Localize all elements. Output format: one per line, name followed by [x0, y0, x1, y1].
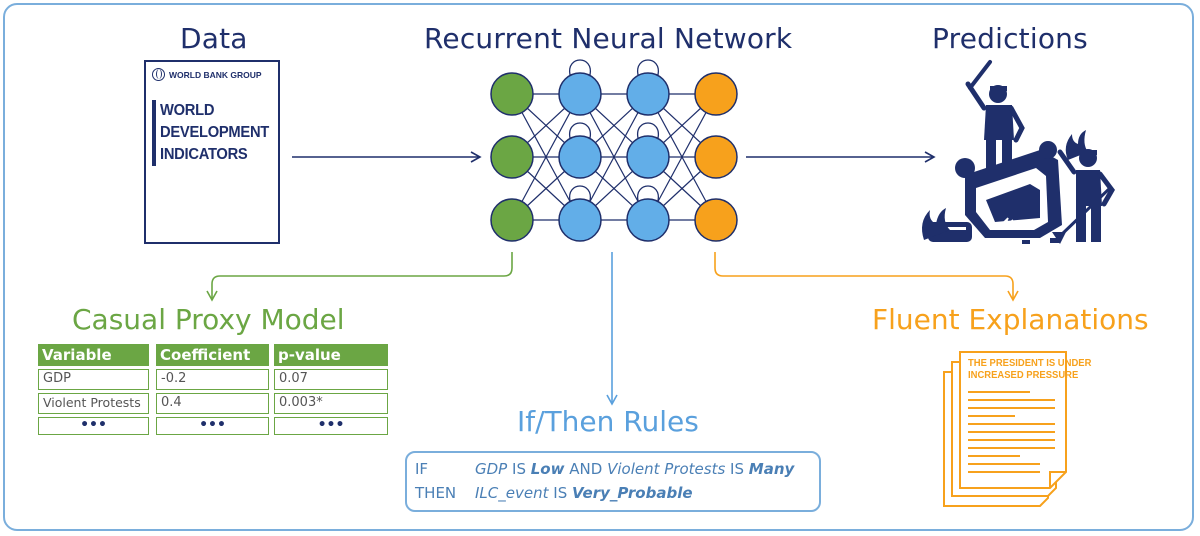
rule-operator: IS	[553, 484, 568, 502]
network-edge	[647, 93, 717, 221]
table-cell: 0.4	[156, 393, 269, 414]
explanations-title: Fluent Explanations	[872, 303, 1149, 336]
recurrent-loop	[569, 185, 591, 202]
table-ellipsis: •••	[156, 417, 269, 435]
rule-keyword: THEN	[415, 484, 457, 502]
network-node-orange	[694, 135, 738, 179]
world-bank-logo: WORLD BANK GROUP	[152, 68, 262, 81]
data-title: Data	[180, 22, 248, 55]
world-bank-label: WORLD BANK GROUP	[169, 69, 262, 80]
network-node-orange	[694, 198, 738, 242]
network-node-blue	[558, 198, 602, 242]
table-header: Variable	[38, 344, 149, 366]
network-node-green	[490, 135, 534, 179]
rules-box: IF GDP IS Low AND Violent Protests IS Ma…	[405, 451, 821, 512]
document-headline: THE PRESIDENT IS UNDER INCREASED PRESSUR…	[968, 357, 1091, 381]
book-title-line: WORLD	[160, 102, 215, 119]
document-headline-line: THE PRESIDENT IS UNDER	[968, 357, 1092, 369]
network-node-blue	[626, 135, 670, 179]
table-cell: 0.003*	[274, 393, 388, 414]
book-title-line: INDICATORS	[160, 146, 248, 163]
book-accent-bar	[152, 100, 156, 166]
outer-frame	[3, 3, 1194, 531]
table-cell: -0.2	[156, 369, 269, 390]
table-ellipsis: •••	[38, 417, 149, 435]
recurrent-loop	[637, 185, 659, 202]
rule-then-line: THEN	[415, 484, 456, 502]
rule-consequence: ILC_event IS Very_Probable	[475, 484, 693, 502]
rule-if-line: IF	[415, 460, 428, 478]
table-ellipsis: •••	[274, 417, 388, 435]
network-edge	[579, 93, 649, 221]
rule-value: Very_Probable	[572, 484, 693, 502]
rule-condition: GDP IS Low AND Violent Protests IS Many	[475, 460, 794, 478]
rnn-title: Recurrent Neural Network	[424, 22, 793, 55]
rule-value: Low	[530, 460, 565, 478]
rule-conjunction: AND	[569, 460, 603, 478]
book-title: WORLD DEVELOPMENT INDICATORS	[160, 100, 269, 166]
table-cell: 0.07	[274, 369, 388, 390]
network-node-green	[490, 198, 534, 242]
predictions-title: Predictions	[932, 22, 1088, 55]
book-title-line: DEVELOPMENT	[160, 124, 270, 141]
proxy-model-title: Casual Proxy Model	[72, 303, 345, 336]
wdi-book: WORLD BANK GROUP WORLD DEVELOPMENT INDIC…	[144, 60, 280, 244]
rules-title: If/Then Rules	[517, 405, 699, 438]
network-node-blue	[626, 72, 670, 116]
network-node-green	[490, 72, 534, 116]
rule-operator: IS	[512, 460, 526, 478]
rule-variable: ILC_event	[475, 484, 549, 502]
protest-riot-icon	[922, 60, 1115, 244]
recurrent-loop	[637, 122, 659, 139]
globe-icon	[152, 68, 165, 81]
rnn-to-proxy-arrow	[206, 252, 513, 302]
network-node-blue	[626, 198, 670, 242]
network-edge	[511, 93, 581, 221]
rule-operator: IS	[730, 460, 744, 478]
recurrent-loop	[569, 59, 591, 76]
document-headline-line: INCREASED PRESSURE	[968, 369, 1079, 381]
rule-variable: Violent Protests	[607, 460, 726, 478]
network-node-blue	[558, 135, 602, 179]
network-node-blue	[558, 72, 602, 116]
rule-variable: GDP	[475, 460, 508, 478]
rule-keyword: IF	[415, 460, 429, 478]
recurrent-loop	[569, 122, 591, 139]
recurrent-loop	[637, 59, 659, 76]
table-header: Coefficient	[156, 344, 269, 366]
document-stack-icon	[943, 351, 1067, 507]
neural-network	[490, 59, 738, 242]
table-header: p-value	[274, 344, 388, 366]
table-cell: GDP	[38, 369, 149, 390]
rule-value: Many	[748, 460, 795, 478]
table-cell: Violent Protests	[38, 393, 149, 414]
rnn-to-explanations-arrow	[714, 252, 1019, 302]
network-node-orange	[694, 72, 738, 116]
